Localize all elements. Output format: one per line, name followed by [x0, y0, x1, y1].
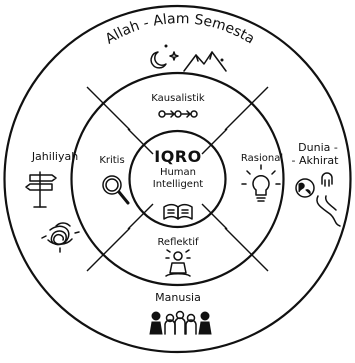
inner-label-left: Kritis [99, 155, 124, 166]
inner-separators [127, 128, 228, 230]
meditating-person-icon [165, 249, 191, 277]
outer-label-bottom: Manusia [155, 291, 201, 304]
center-line-2: Intelligent [153, 179, 204, 190]
magnifier-icon [102, 175, 130, 205]
inner-label-right: Rasional [241, 153, 283, 164]
middle-ring [70, 71, 285, 287]
globe-road-gate-icon [295, 172, 341, 227]
outer-label-left: Jahiliyah [31, 150, 78, 163]
outer-label-right-1: Dunia - [298, 141, 338, 154]
outer-label-right-2: - Akhirat [292, 154, 340, 167]
outer-separators [86, 86, 269, 272]
open-book-icon [163, 204, 193, 220]
inner-label-bottom: Reflektif [157, 237, 199, 248]
inner-label-top: Kausalistik [151, 93, 205, 104]
scribble-icon [41, 222, 80, 253]
inner-ring [128, 129, 227, 229]
center-title: IQRO [154, 147, 201, 166]
circle-arrows-chain-icon [158, 110, 198, 118]
moon-stars-mountains-icon [150, 44, 227, 72]
people-group-icon [149, 310, 212, 335]
center-line-1: Human [160, 167, 196, 178]
outer-ring [3, 4, 352, 354]
signpost-icon [25, 171, 57, 208]
lightbulb-icon [241, 164, 281, 202]
